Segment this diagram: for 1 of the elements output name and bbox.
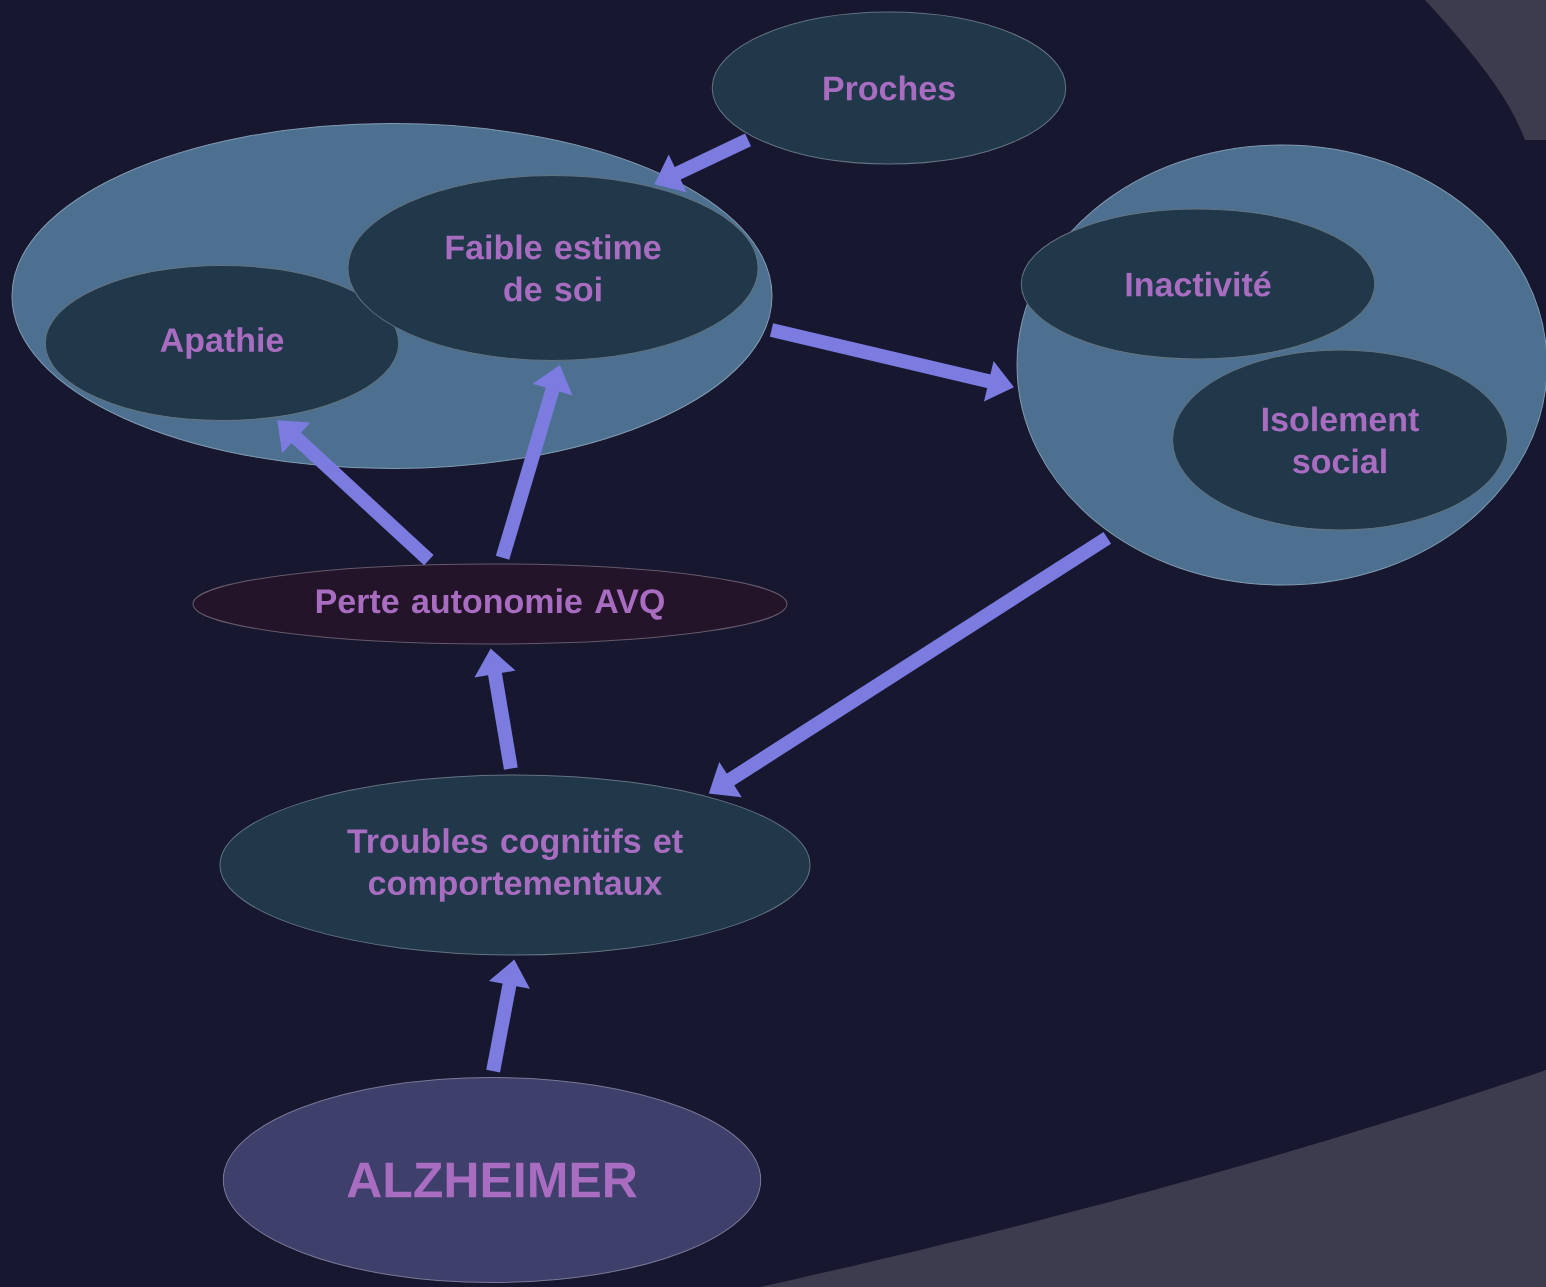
block-arrow	[277, 420, 434, 566]
